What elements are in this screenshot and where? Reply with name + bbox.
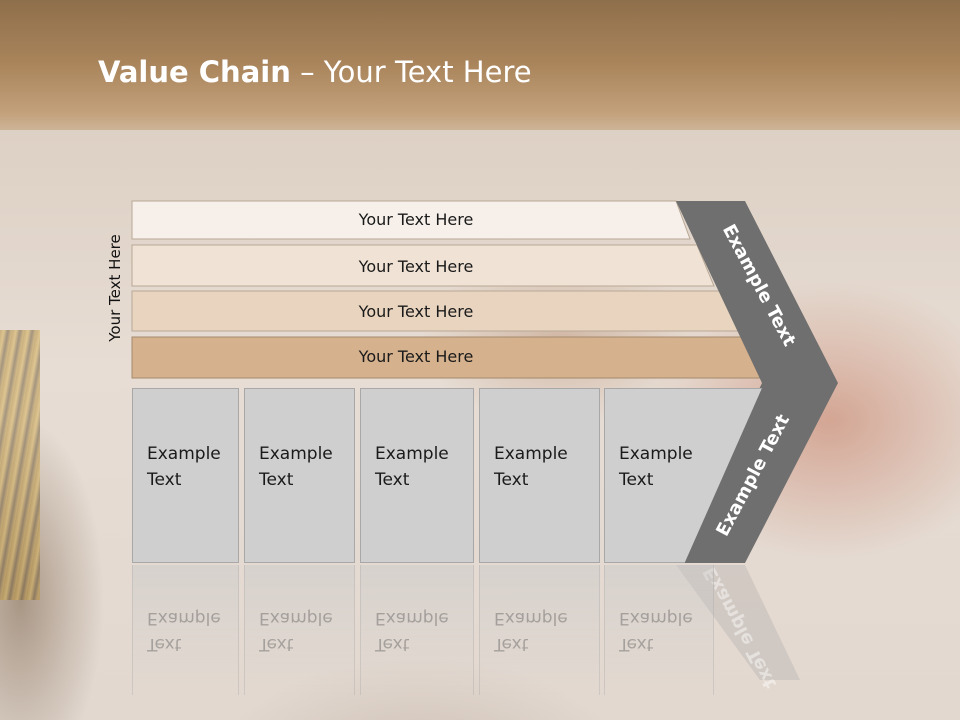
column-2: Example Text: [244, 388, 355, 563]
column-1-line1: Example: [147, 444, 221, 464]
column-5-line1: Example: [619, 444, 693, 464]
column-5-line2: Text: [619, 470, 654, 490]
row-label-1: Your Text Here: [358, 210, 474, 229]
column-reflection-1-line1: Example: [147, 608, 221, 628]
column-reflection-1: Text Example: [132, 565, 239, 695]
column-reflection-4-text: Text Example: [494, 605, 568, 657]
column-reflection-3-line2: Text: [375, 634, 410, 654]
column-2-line2: Text: [259, 470, 294, 490]
column-reflection-3-text: Text Example: [375, 605, 449, 657]
row-bar-2: [131, 244, 715, 287]
header-band: [0, 0, 960, 140]
column-3-line2: Text: [375, 470, 410, 490]
column-3: Example Text: [360, 388, 474, 563]
column-reflection-1-line2: Text: [147, 634, 182, 654]
column-reflection-4-line1: Example: [494, 608, 568, 628]
column-reflection-1-text: Text Example: [147, 605, 221, 657]
column-reflection-4-line2: Text: [494, 634, 529, 654]
column-reflection-5-line2: Text: [619, 634, 654, 654]
column-reflection-5: Text Example: [604, 565, 714, 695]
column-reflection-5-text: Text Example: [619, 605, 693, 657]
column-reflection-3: Text Example: [360, 565, 474, 695]
column-reflection-2-line1: Example: [259, 608, 333, 628]
column-reflection-5-line1: Example: [619, 608, 693, 628]
column-2-line1: Example: [259, 444, 333, 464]
column-4-line1: Example: [494, 444, 568, 464]
row-label-3: Your Text Here: [358, 302, 474, 321]
column-reflection-3-line1: Example: [375, 608, 449, 628]
column-reflection-2: Text Example: [244, 565, 355, 695]
column-1: Example Text: [132, 388, 239, 563]
column-4-line2: Text: [494, 470, 529, 490]
column-reflection-2-text: Text Example: [259, 605, 333, 657]
column-1-line2: Text: [147, 470, 182, 490]
title-rest: – Your Text Here: [290, 55, 532, 89]
slide-title: Value Chain – Your Text Here: [98, 55, 532, 89]
title-bold: Value Chain: [98, 55, 291, 89]
background-photo-detail: [0, 330, 40, 600]
column-3-line1: Example: [375, 444, 449, 464]
chevron-arrow: [676, 201, 838, 563]
row-bar-1: [131, 200, 691, 240]
column-reflection-2-line2: Text: [259, 634, 294, 654]
chevron-reflection: [676, 565, 800, 680]
column-4: Example Text: [479, 388, 600, 563]
row-label-2: Your Text Here: [358, 257, 474, 276]
column-reflection-4: Text Example: [479, 565, 600, 695]
row-label-4: Your Text Here: [358, 347, 474, 366]
